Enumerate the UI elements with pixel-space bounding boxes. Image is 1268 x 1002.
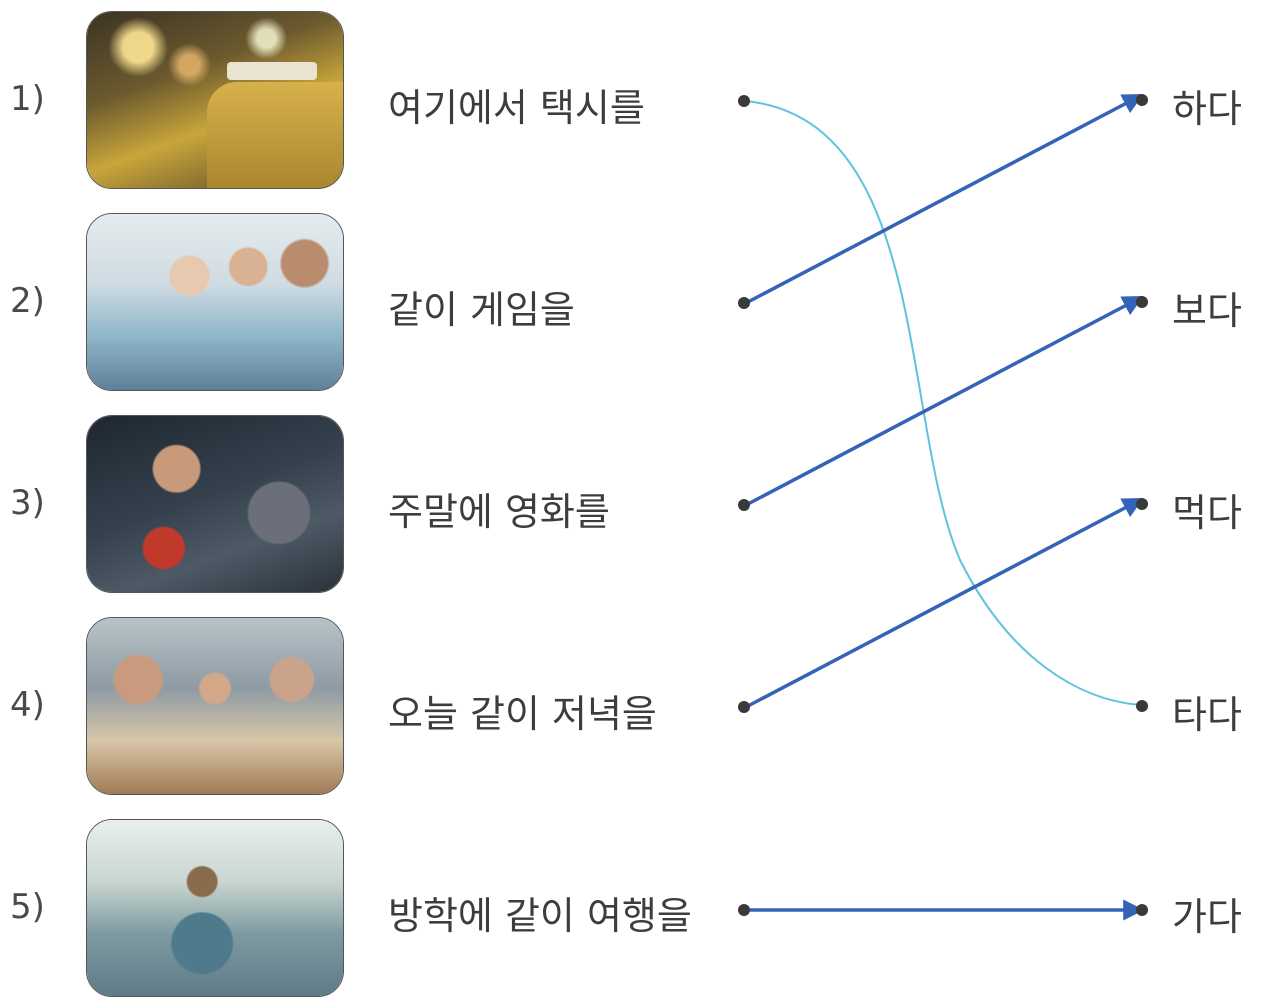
exercise-row-2: 2) 같이 게임을 [0,213,1268,393]
verb-option-tada[interactable]: 타다 [1172,693,1242,737]
traveler-street-photo [86,819,344,997]
connection-line-1-tada [745,100,1141,706]
exercise-row-1: 1) 여기에서 택시를 [0,11,1268,191]
friends-gaming-photo [86,213,344,391]
taxi-photo [86,11,344,189]
verb-option-hada[interactable]: 하다 [1172,87,1242,131]
exercise-row-4: 4) 오늘 같이 저녁을 [0,617,1268,797]
prompt-text: 방학에 같이 여행을 [388,894,692,938]
friends-dinner-photo [86,617,344,795]
prompt-text: 여기에서 택시를 [388,86,645,130]
exercise-row-5: 5) 방학에 같이 여행을 [0,819,1268,999]
verb-option-boda[interactable]: 보다 [1172,289,1242,333]
prompt-text: 같이 게임을 [388,288,575,332]
prompt-text: 오늘 같이 저녁을 [388,692,657,736]
exercise-row-3: 3) 주말에 영화를 [0,415,1268,595]
prompt-text: 주말에 영화를 [388,490,610,534]
item-number: 2) [10,281,45,321]
item-number: 1) [10,79,45,119]
verb-option-gada[interactable]: 가다 [1172,895,1242,939]
verb-option-meokda[interactable]: 먹다 [1172,491,1242,535]
item-number: 3) [10,483,45,523]
item-number: 4) [10,685,45,725]
cinema-popcorn-photo [86,415,344,593]
item-number: 5) [10,887,45,927]
